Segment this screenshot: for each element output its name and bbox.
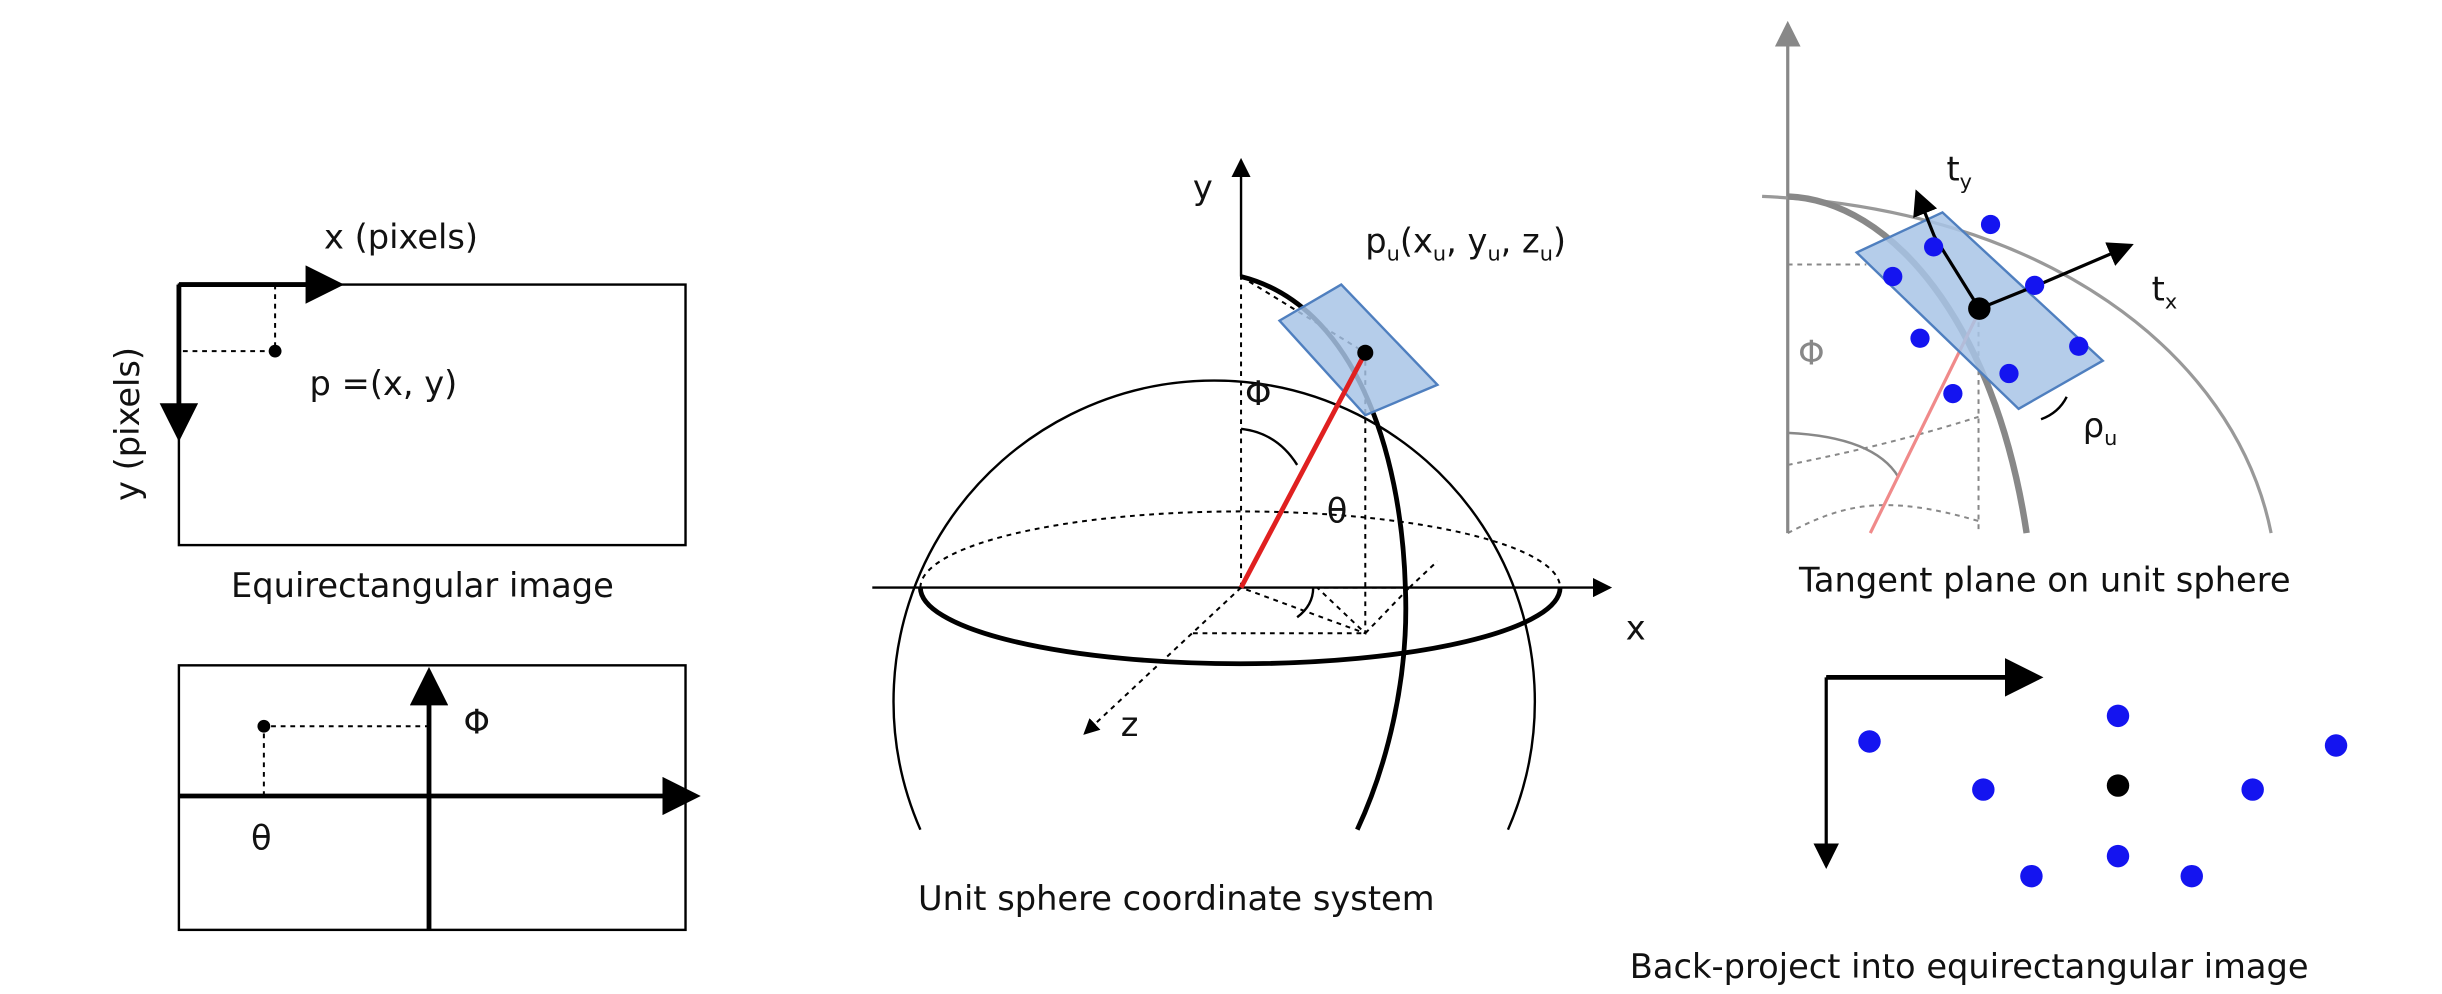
sample-point (1883, 266, 1903, 287)
tangent-phi-arc (1787, 431, 1900, 478)
sample-point (2106, 704, 2130, 728)
sample-point (2180, 864, 2203, 888)
equirect-panel: x (pixels) y (pixels) p =(x, y) Equirect… (108, 218, 687, 605)
y-axis-label: y (pixels) (108, 347, 147, 501)
x-axis-label: x (pixels) (324, 218, 478, 257)
sample-point (1910, 328, 1930, 348)
tangent-caption: Tangent plane on unit sphere (1798, 561, 2291, 600)
backproject-samples (1858, 704, 2348, 888)
tangent-samples (1883, 214, 2089, 404)
tx-label: tx (2152, 270, 2178, 314)
tangent-phi-label: Φ (1798, 334, 1825, 373)
sphere-theta-label: θ (1327, 492, 1348, 531)
tangent-panel: ty tx ρu Φ Tangent plane on unit sphere (1762, 20, 2291, 600)
sphere-z-label: z (1121, 705, 1139, 744)
radius-line (1238, 351, 1368, 589)
tangent-dashed-1 (1787, 415, 1979, 466)
sample-point (2106, 844, 2130, 868)
sphere-arc-outer (1762, 194, 2273, 534)
angle-guides (262, 725, 430, 797)
sample-point (2324, 734, 2348, 757)
angles-panel: Φ θ (177, 664, 701, 932)
sample-point (2241, 778, 2264, 801)
sample-point (1943, 383, 1963, 404)
equirect-frame (177, 283, 687, 547)
sphere-y-label: y (1193, 168, 1213, 207)
sphere-caption: Unit sphere coordinate system (918, 879, 1435, 918)
rho-arc (2040, 396, 2068, 421)
sphere-z-axis (1083, 586, 1242, 735)
sphere-point-label: pu(xu, yu, zu) (1365, 222, 1566, 266)
sphere-point (1357, 344, 1374, 361)
sample-point (1972, 778, 1995, 801)
point-p (268, 344, 282, 358)
phi-arc (1240, 427, 1299, 466)
sample-point (1858, 730, 1881, 753)
tangent-center-point (1968, 297, 1991, 320)
backproject-center-point (2106, 774, 2130, 797)
sample-point (1980, 214, 2001, 235)
backproject-caption: Back-project into equirectangular image (1630, 947, 2309, 986)
theta-arc (1296, 587, 1315, 619)
phi-axis-label: Φ (463, 702, 490, 741)
projection-guide-4 (1408, 560, 1439, 589)
sample-point (2025, 275, 2045, 295)
angle-point (257, 719, 271, 733)
sphere-panel: y x z Φ θ pu(xu, yu, zu) Unit sphere coo… (872, 157, 1646, 918)
backproject-panel: Back-project into equirectangular image (1630, 658, 2348, 986)
sphere-phi-label: Φ (1245, 374, 1272, 413)
sphere-x-label: x (1626, 609, 1646, 648)
point-label: p =(x, y) (310, 364, 458, 403)
equirect-caption: Equirectangular image (231, 566, 614, 605)
sphere-outline (892, 379, 1537, 831)
rho-label: ρu (2083, 406, 2118, 450)
point-guides (178, 284, 277, 353)
sample-point (1999, 363, 2019, 384)
tangent-dashed-2 (1787, 504, 1979, 534)
sample-point (2020, 864, 2043, 888)
ty-axis-arrow (1913, 189, 1938, 238)
equator-front (917, 587, 1563, 667)
sample-point (2069, 336, 2089, 356)
equator-back (919, 510, 1562, 588)
tx-axis-arrow (2042, 242, 2134, 285)
projection-guides-2 (1314, 586, 1412, 635)
theta-axis-label: θ (251, 819, 272, 858)
sample-point (1924, 237, 1944, 257)
ty-label: ty (1946, 149, 1972, 193)
